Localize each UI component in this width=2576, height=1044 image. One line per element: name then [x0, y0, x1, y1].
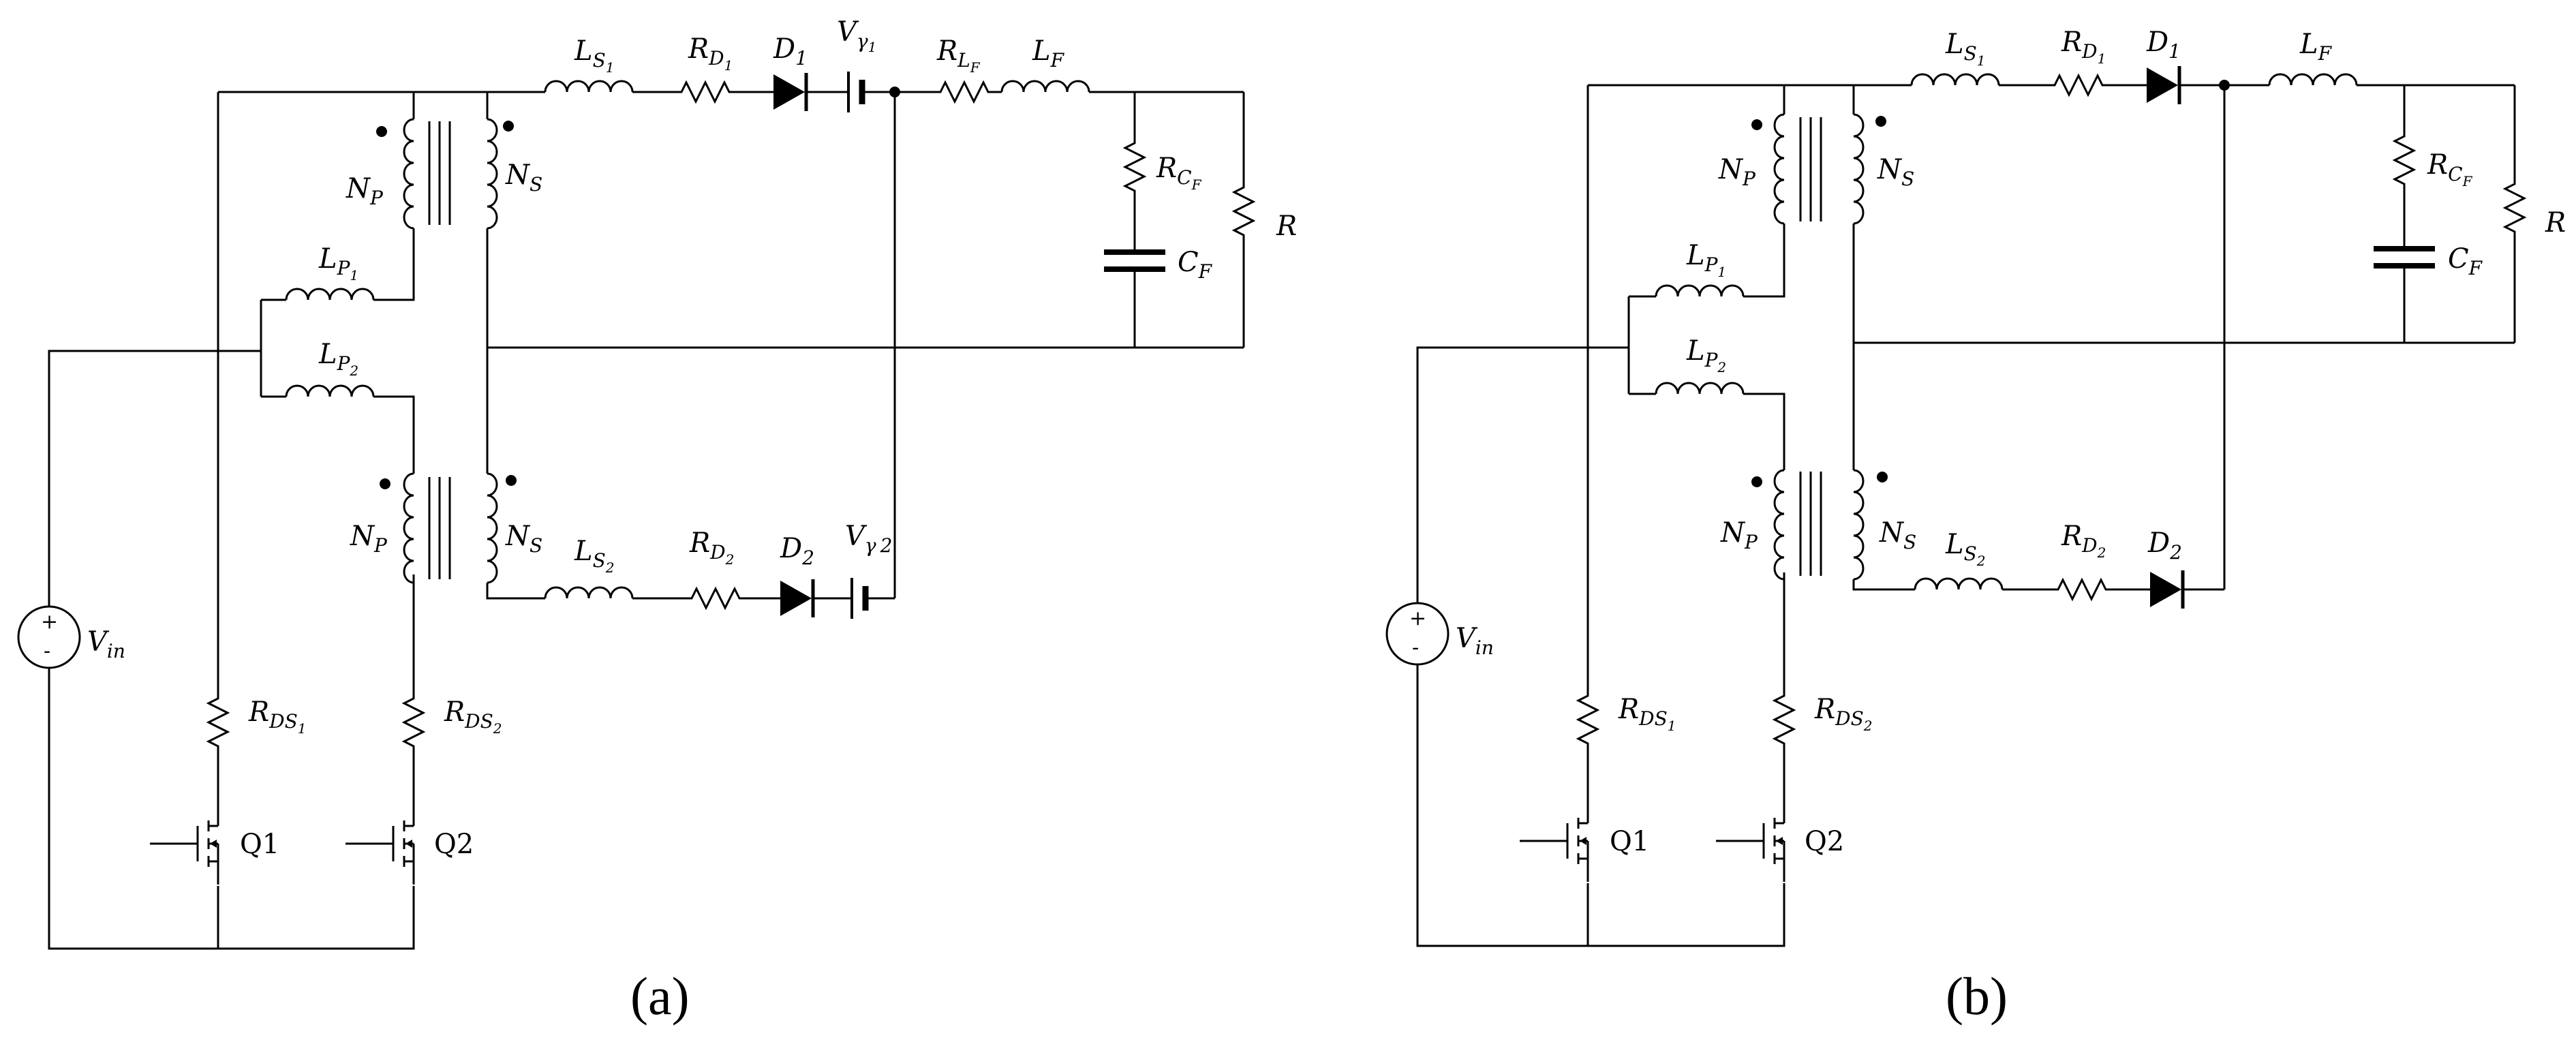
label-ns-a-top: NS: [505, 159, 542, 196]
panel-a: + - Vin Q1 Q2 RDS1 RDS2 LP1 LP2: [17, 16, 1297, 1026]
label-lp1-a: LP1: [318, 243, 358, 283]
label-lp2-a: LP2: [318, 339, 358, 379]
vin-plus-a: +: [41, 610, 58, 634]
label-q1-b: Q1: [1610, 826, 1649, 857]
label-r-a: R: [1276, 211, 1297, 242]
label-ns-a-bot: NS: [505, 521, 542, 557]
label-lp1-b: LP1: [1686, 240, 1726, 280]
label-d1-a: D1: [773, 33, 808, 70]
label-ns-b-bot: NS: [1879, 517, 1916, 553]
label-lp2-b: LP2: [1686, 335, 1726, 375]
label-d1-b: D1: [2146, 27, 2181, 63]
label-np-a-top: NP: [346, 173, 384, 209]
label-q2-b: Q2: [1805, 826, 1844, 857]
label-rds1-b: RDS1: [1618, 694, 1676, 734]
label-vin-a: Vin: [87, 626, 125, 662]
label-r-b: R: [2545, 207, 2566, 239]
label-d2-b: D2: [2147, 527, 2182, 564]
panel-b: + - Vin Q1 Q2 RDS1 RDS2 LP1 LP2: [1385, 27, 2566, 1026]
label-np-a-bot: NP: [350, 521, 388, 557]
vin-minus-b: -: [1412, 636, 1419, 660]
label-ns-b-top: NS: [1877, 154, 1914, 190]
vin-plus-b: +: [1409, 607, 1426, 630]
vin-minus-a: -: [44, 639, 50, 663]
label-rds2-b: RDS2: [1814, 694, 1873, 734]
label-ls2-a: LS2: [574, 536, 614, 576]
label-rcf-b: RCF: [2427, 149, 2473, 189]
label-np-b-bot: NP: [1720, 517, 1758, 553]
label-cf-b: CF: [2448, 243, 2483, 279]
label-d2-a: D2: [780, 533, 814, 569]
label-q1-a: Q1: [240, 829, 279, 860]
label-ls1-a: LS1: [574, 35, 614, 76]
label-lf-a: LF: [1032, 35, 1065, 72]
label-np-b-top: NP: [1718, 154, 1756, 190]
label-rlf-a: RLF: [936, 35, 981, 76]
label-rd1-b: RD1: [2061, 27, 2106, 67]
label-ls2-b: LS2: [1945, 529, 1985, 569]
caption-a: (a): [630, 966, 690, 1026]
caption-b: (b): [1946, 966, 2008, 1026]
label-rcf-a: RCF: [1156, 153, 1202, 193]
label-vin-b: Vin: [1456, 623, 1494, 659]
label-rd1-a: RD1: [688, 33, 733, 74]
label-cf-a: CF: [1178, 247, 1213, 283]
label-q2-a: Q2: [434, 829, 474, 860]
label-lf-b: LF: [2299, 29, 2333, 65]
label-rds2-a: RDS2: [444, 696, 502, 737]
label-ls1-b: LS1: [1945, 29, 1985, 69]
label-rd2-b: RD2: [2061, 521, 2106, 561]
label-vg1-a: Vγ1: [837, 16, 876, 55]
label-rd2-a: RD2: [689, 527, 734, 568]
label-rds1-a: RDS1: [248, 696, 307, 737]
